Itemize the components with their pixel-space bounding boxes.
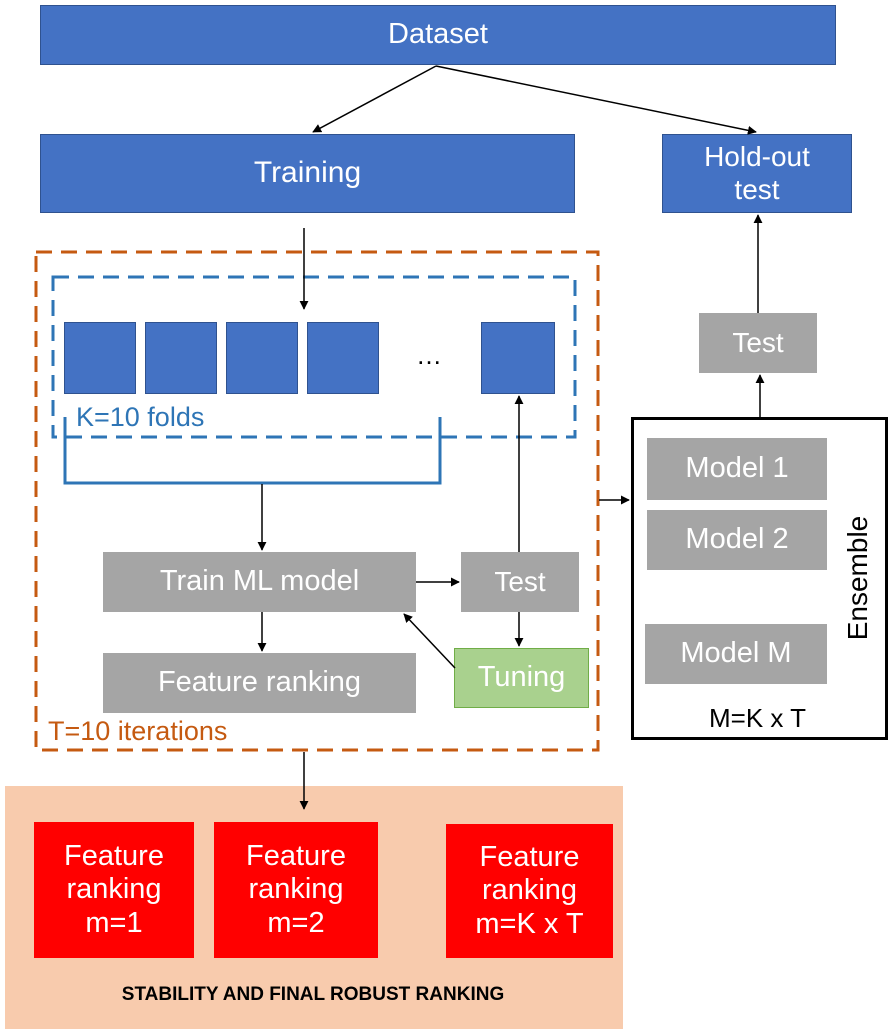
model-2-label: Model 2 — [685, 523, 789, 556]
feature-ranking-box: Feature ranking — [103, 653, 416, 713]
fold-4 — [307, 322, 379, 394]
arrow-dataset-holdout — [435, 65, 757, 135]
train-ml-model-label: Train ML model — [159, 565, 360, 598]
iterations-label: T=10 iterations — [48, 716, 228, 746]
ranking-m1-line2: ranking — [66, 873, 162, 906]
model-2-box: Model 2 — [647, 510, 827, 570]
training-box: Training — [40, 134, 575, 213]
fold-2 — [145, 322, 217, 394]
model-1-label: Model 1 — [685, 452, 789, 485]
m-formula-label: M=K x T — [709, 703, 807, 733]
inner-test-label: Test — [494, 565, 546, 597]
outer-test-box: Test — [699, 313, 817, 373]
inner-test-box: Test — [461, 552, 579, 612]
ranking-m1-line3: m=1 — [85, 906, 143, 939]
model-m-box: Model M — [645, 624, 827, 684]
k-folds-label: K=10 folds — [76, 402, 205, 432]
ranking-mkt-line3: m=K x T — [475, 907, 584, 940]
training-label: Training — [253, 156, 362, 190]
outer-test-label: Test — [732, 326, 784, 358]
ranking-mkt-line2: ranking — [481, 874, 578, 907]
model-m-label: Model M — [680, 637, 792, 670]
tuning-box: Tuning — [454, 648, 589, 708]
arrow-dataset-training — [312, 65, 437, 133]
fold-k — [481, 322, 555, 394]
feature-ranking-mkt: Feature ranking m=K x T — [446, 824, 613, 958]
ranking-mkt-line1: Feature — [479, 840, 580, 873]
model-1-box: Model 1 — [647, 438, 827, 500]
ranking-m2-line3: m=2 — [267, 906, 325, 939]
holdout-test-box: Hold-out test — [662, 134, 852, 213]
dataset-label: Dataset — [388, 18, 488, 51]
ranking-m2-line2: ranking — [248, 873, 344, 906]
feature-ranking-label: Feature ranking — [157, 666, 362, 699]
dataset-box: Dataset — [40, 5, 836, 65]
fold-1 — [64, 322, 136, 394]
folds-ellipsis: … — [416, 340, 442, 370]
ranking-m1-line1: Feature — [64, 839, 164, 872]
stability-footer: STABILITY AND FINAL ROBUST RANKING — [121, 984, 505, 1005]
ensemble-label: Ensemble — [842, 515, 873, 641]
feature-ranking-m1: Feature ranking m=1 — [34, 822, 194, 958]
tuning-label: Tuning — [477, 661, 566, 694]
train-ml-model-box: Train ML model — [103, 552, 416, 612]
feature-ranking-m2: Feature ranking m=2 — [214, 822, 378, 958]
holdout-test-label: Hold-out test — [704, 141, 810, 205]
ranking-m2-line1: Feature — [246, 839, 346, 872]
fold-3 — [226, 322, 298, 394]
